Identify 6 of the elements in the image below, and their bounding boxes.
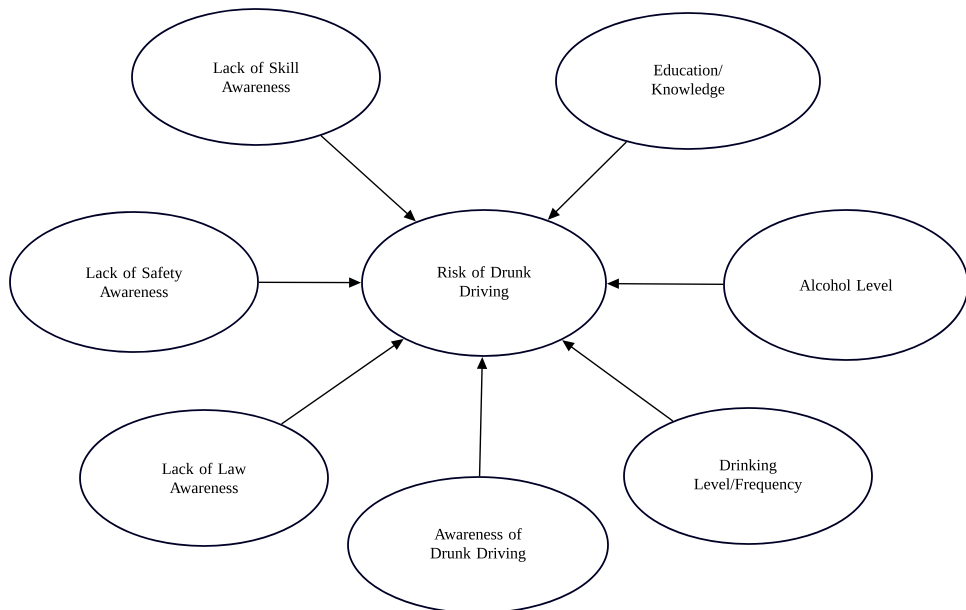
ellipse-node: Education/ Knowledge	[555, 12, 821, 150]
ellipse-node: Lack of Law Awareness	[79, 409, 329, 547]
ellipse-node: Risk of Drunk Driving	[361, 209, 607, 357]
ellipse-node: Lack of Skill Awareness	[131, 8, 381, 146]
ellipse-node: Drinking Level/Frequency	[623, 407, 873, 545]
ellipse-node: Lack of Safety Awareness	[9, 211, 259, 353]
